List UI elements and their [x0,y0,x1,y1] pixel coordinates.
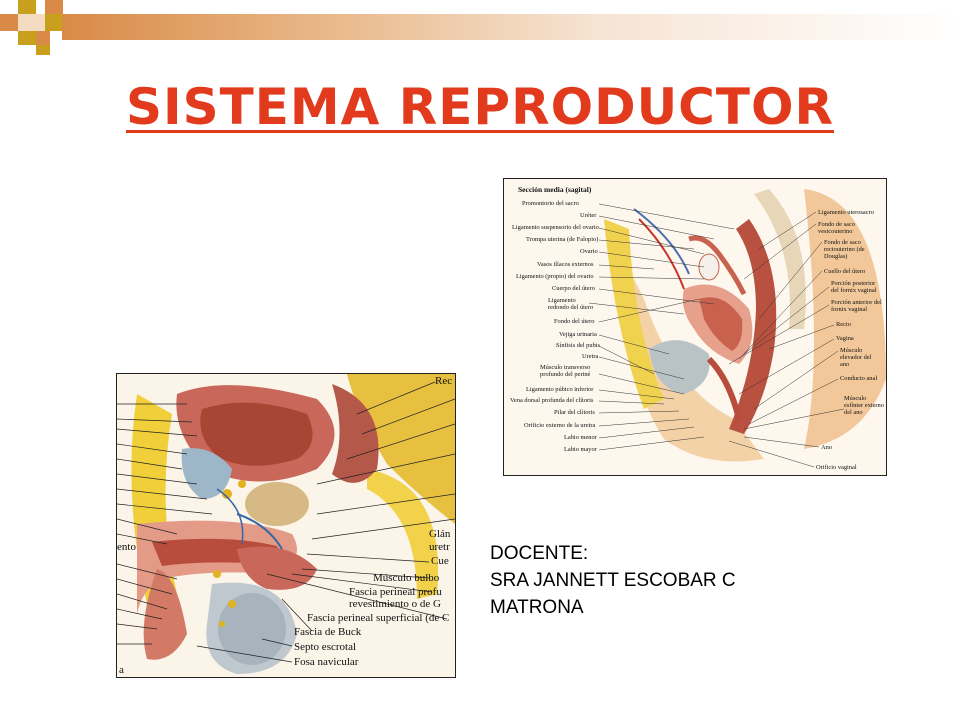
female-label-left: Trompa uterina (de Falopio) [526,236,599,243]
male-label-right: Músculo bulbo [373,572,440,584]
female-label-left: Fondo del útero [554,318,595,325]
teacher-role: MATRONA [490,597,584,618]
female-label-right: Recto [836,321,851,328]
female-anatomy-figure: Sección media (sagital) Promontorio del … [503,178,887,476]
deco-square [45,14,62,31]
female-label-left: Vena dorsal profunda del clítoris [510,397,594,404]
male-label-right: Cue [431,555,449,567]
female-label-right: Ano [821,444,833,451]
deco-square [18,0,36,14]
female-label-right: Conducto anal [840,375,878,382]
female-label-right: Porción anterior del fornix vaginal [831,299,882,313]
slide-title: SISTEMA REPRODUCTOR [126,78,834,136]
deco-square [36,31,50,45]
deco-square [36,45,50,55]
female-label-left: Uréter [580,212,597,219]
male-label-right: Fosa navicular [294,656,359,668]
female-label-right: Fondo de saco vesicouterino [818,221,855,235]
female-label-left: Vasos ilíacos externos [537,261,594,268]
female-label-right: Músculo elevador del ano [840,347,872,368]
deco-square [0,14,18,31]
deco-square [45,0,63,14]
female-label-left: Cuerpo del útero [552,285,595,292]
female-label-right: Cuello del útero [824,268,866,275]
female-label-left: Ligamento púbico inferior [526,386,594,393]
male-label-right: Fascia de Buck [294,626,362,638]
male-label-right: Fascia perineal superficial (de C [307,612,450,624]
male-label-right: uretr [429,541,450,553]
female-label-left: Músculo transverso profundo del periné [540,364,591,378]
teacher-info: DOCENTE: SRA JANNETT ESCOBAR C MATRONA [490,540,736,621]
female-label-left: Ligamento (propio) del ovario [516,273,594,280]
male-anatomy-figure: ento a Rec Glán uretr Cue Músculo bulbo … [116,373,456,678]
male-label-right: Fascia perineal profu [349,586,442,598]
female-diagram-heading: Sección media (sagital) [518,185,592,194]
male-label-left: a [119,664,124,676]
female-label-left: Ligamento suspensorio del ovario [512,224,599,231]
deco-square [18,31,36,45]
teacher-name: SRA JANNETT ESCOBAR C [490,570,736,591]
female-label-left: Pilar del clítoris [554,409,595,416]
teacher-heading: DOCENTE: [490,543,589,564]
male-anatomy-illustration [117,374,455,677]
male-label-right: Septo escrotal [294,641,357,653]
male-label-right: revestimiento o de G [349,598,441,610]
female-label-left: Uretra [582,353,599,360]
male-label-right: Rec [435,375,453,387]
female-label-right: Porción posterior del fornix vaginal [831,280,877,294]
female-label-left: Vejiga urinaria [559,331,597,338]
female-label-right: Vagina [836,335,854,342]
female-label-right: Ligamento uterosacro [818,209,874,216]
female-anatomy-illustration [504,179,886,475]
male-label-left: ento [117,541,136,553]
female-label-left: Promontorio del sacro [522,200,579,207]
female-label-right: Músculo esfínter externo del ano [844,395,884,416]
male-label-right: Glán [429,528,451,540]
header-gradient-bar [62,14,960,40]
female-label-left: Ligamento redondo del útero [548,297,594,311]
female-label-left: Ovario [580,248,598,255]
female-label-right: Fondo de saco rectouterino (de Douglas) [824,239,865,260]
female-label-left: Labio mayor [564,446,597,453]
female-label-left: Labio menor [564,434,597,441]
female-label-left: Sínfisis del pubis [556,342,601,349]
deco-square [18,14,45,31]
female-label-right: Orificio vaginal [816,464,857,471]
female-label-left: Orificio externo de la uretra [524,422,596,429]
